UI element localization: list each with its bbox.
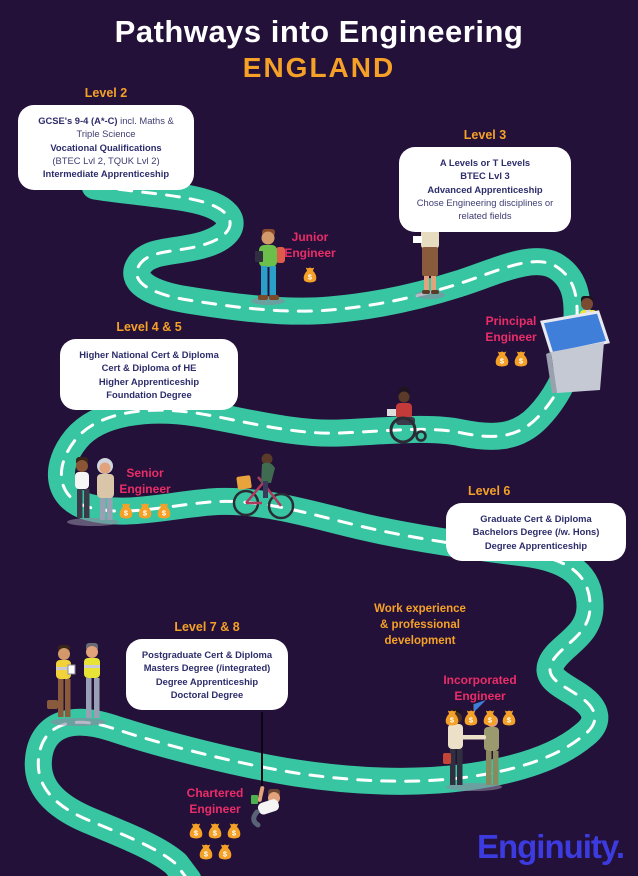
work-experience-note: Work experience & professional developme… [362,601,478,649]
qualification-line: Postgraduate Cert & Diploma [141,649,273,660]
qualification-line: Triple Science [76,128,136,140]
level-6-label: Level 6 [468,484,511,498]
money-bag-icon [513,350,529,368]
level-3-group: Level 3 A Levels or T Levels BTEC Lvl 3 … [399,128,571,232]
incorporated-engineer-group: Incorporated Engineer [432,673,528,727]
qualification-line: Advanced Apprenticeship [427,183,543,195]
qualification-line: Degree Apprenticeship [155,675,259,687]
work-note-line: development [384,635,456,648]
money-bag-icon [302,266,318,284]
level-4-5-group: Level 4 & 5 Higher National Cert & Diplo… [60,320,238,411]
junior-engineer-label: Junior Engineer [268,230,352,261]
qualification-line: Bachelors Degree (/w. Hons) [472,526,600,538]
senior-engineer-label: Senior Engineer [103,466,187,497]
qualification-line: Cert & Diploma of HE [101,362,197,374]
engineer-name-line: Principal [485,314,537,328]
wheelchair-engineer-figure [387,386,427,444]
qualification-line: Vocational Qualifications [50,141,162,153]
level-6-group: Level 6 Graduate Cert & Diploma Bachelor… [446,484,626,562]
qualification-line: A Levels or T Levels [439,157,531,168]
money-bag-icon [118,502,134,520]
money-bag-icon [494,350,510,368]
engineer-name-line: Chartered [186,786,244,800]
money-bag-icon [226,822,242,840]
money-bag-icon [482,709,498,727]
level-2-group: Level 2 GCSE's 9-4 (A*-C) incl. Maths & … [18,86,194,190]
engineer-name-line: Engineer [189,801,241,816]
chartered-engineer-label: Chartered Engineer [170,786,260,817]
level-4-5-box: Higher National Cert & Diploma Cert & Di… [60,339,238,411]
principal-engineer-label: Principal Engineer [468,314,554,345]
qualification-line: Masters Degree (/integrated) [143,662,271,674]
incorporated-engineer-label: Incorporated Engineer [432,673,528,704]
money-bag-icon [207,822,223,840]
chartered-engineer-figure [251,786,280,828]
level-6-box: Graduate Cert & Diploma Bachelors Degree… [446,503,626,562]
qualification-line: GCSE's 9-4 (A*-C) incl. Maths & [38,115,174,126]
level-7-8-box: Postgraduate Cert & Diploma Masters Degr… [126,639,288,711]
enginuity-logo: Enginuity. [476,828,625,865]
senior-engineers-figures [67,457,119,526]
level-7-8-label: Level 7 & 8 [174,620,240,634]
principal-money-bags [468,350,554,368]
level-3-label: Level 3 [463,128,507,142]
site-engineers-figures [47,643,106,726]
engineer-name-line: Incorporated [443,673,517,687]
level-4-5-label: Level 4 & 5 [116,320,182,334]
senior-money-bags [103,502,187,520]
money-bag-icon [137,502,153,520]
money-bag-icon [501,709,517,727]
junior-engineer-group: Junior Engineer [268,230,352,284]
level-2-box: GCSE's 9-4 (A*-C) incl. Maths & Triple S… [18,105,194,190]
level-3-box: A Levels or T Levels BTEC Lvl 3 Advanced… [399,147,571,232]
incorporated-money-bags [432,709,528,727]
chartered-money-bags [186,822,244,861]
poster-title: Pathways into Engineering ENGLAND [0,14,638,84]
engineer-name-line: Senior [126,466,164,480]
chartered-engineer-group: Chartered Engineer [170,786,260,861]
qualification-line: Chose Engineering disciplines or related… [416,197,554,222]
qualification-line: Intermediate Apprenticeship [42,168,170,180]
level-7-8-group: Level 7 & 8 Postgraduate Cert & Diploma … [126,620,288,711]
engineer-name-line: Engineer [119,481,171,496]
engineer-name-line: Engineer [454,688,506,703]
qualification-line: Degree Apprenticeship [484,539,588,551]
principal-engineer-group: Principal Engineer [468,314,554,368]
junior-engineer-figure [251,229,285,305]
engineer-name-line: Engineer [284,245,336,260]
qualification-line: Graduate Cert & Diploma [480,513,592,524]
money-bag-icon [217,843,233,861]
title-country: ENGLAND [242,52,396,83]
qualification-line: Foundation Degree [106,389,192,401]
junior-money-bags [268,266,352,284]
title-main: Pathways into Engineering [114,14,524,49]
work-note-line: Work experience [374,603,466,615]
road-center-line [36,184,597,876]
career-road [24,172,609,876]
qualification-line: BTEC Lvl 3 [460,170,510,182]
money-bag-icon [198,843,214,861]
money-bag-icon [156,502,172,520]
level-2-label: Level 2 [84,86,128,100]
qualification-line: Higher Apprenticeship [98,375,200,387]
money-bag-icon [444,709,460,727]
engineer-name-line: Junior [291,230,329,244]
money-bag-icon [188,822,204,840]
money-bag-icon [463,709,479,727]
engineer-name-line: Engineer [485,329,537,344]
principal-engineer-figure [540,296,610,393]
senior-engineer-group: Senior Engineer [103,466,187,520]
qualification-line: Doctoral Degree [170,689,244,701]
work-note-line: & professional [380,619,460,632]
cyclist-figure [232,453,295,520]
qualification-line: Higher National Cert & Diploma [79,349,219,360]
qualification-line: (BTEC Lvl 2, TQUK Lvl 2) [52,155,160,167]
